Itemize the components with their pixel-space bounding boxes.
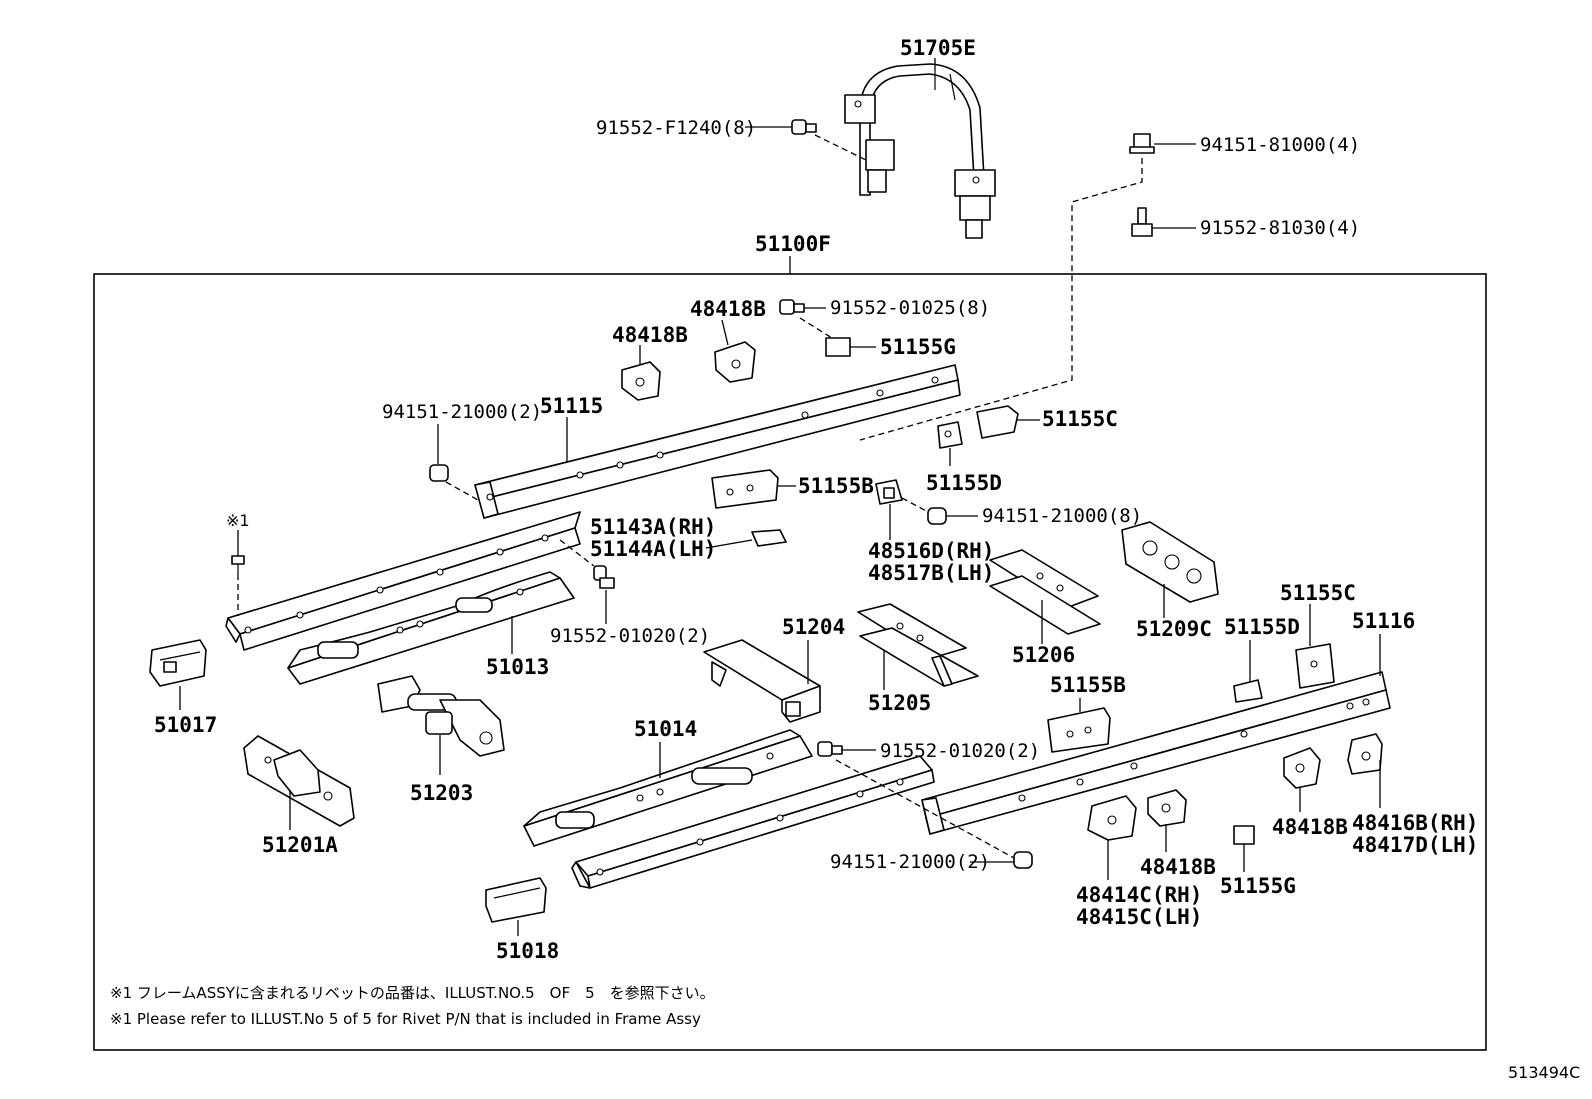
plate-51155G-top[interactable] bbox=[825, 337, 851, 357]
bracket-51017[interactable] bbox=[149, 639, 207, 687]
bracket-48418B-top-right[interactable] bbox=[714, 341, 756, 383]
bolt-91552-01020-b[interactable] bbox=[817, 741, 843, 757]
note-japanese: ※1 フレームASSYに含まれるリベットの品番は、ILLUST.NO.5 OF … bbox=[110, 984, 715, 1002]
plate-51155B-top[interactable] bbox=[711, 469, 779, 509]
label-48418B-b: 48418B bbox=[690, 297, 766, 321]
label-51204: 51204 bbox=[782, 615, 845, 639]
bracket-51155D-top[interactable] bbox=[937, 421, 963, 449]
label-91552-01020-b: 91552-01020(2) bbox=[880, 740, 1040, 762]
label-51201A: 51201A bbox=[262, 833, 338, 857]
label-51014: 51014 bbox=[634, 717, 697, 741]
label-51143A: 51143A(RH) bbox=[590, 515, 716, 539]
bolt-91552-F1240[interactable] bbox=[791, 119, 817, 135]
label-mark: ※1 bbox=[226, 511, 250, 530]
label-48418B-a: 48418B bbox=[612, 323, 688, 347]
label-51100F: 51100F bbox=[755, 232, 831, 256]
bracket-51155D-right[interactable] bbox=[1233, 679, 1263, 703]
label-51203: 51203 bbox=[410, 781, 473, 805]
nut-94151-21000-b[interactable] bbox=[927, 507, 947, 525]
label-91552-81030: 91552-81030(4) bbox=[1200, 217, 1360, 239]
label-51155C-right: 51155C bbox=[1280, 581, 1356, 605]
crossmember-51203[interactable] bbox=[377, 675, 505, 757]
illustration-code: 513494C bbox=[1508, 1063, 1580, 1082]
label-94151-81000: 94151-81000(4) bbox=[1200, 134, 1360, 156]
label-48414C: 48414C(RH) bbox=[1076, 883, 1202, 907]
label-51205: 51205 bbox=[868, 691, 931, 715]
nut-94151-21000-c[interactable] bbox=[1013, 851, 1033, 869]
label-51155D-top: 51155D bbox=[926, 471, 1002, 495]
label-51155G-right: 51155G bbox=[1220, 874, 1296, 898]
label-51017: 51017 bbox=[154, 713, 217, 737]
rail-51143A-left[interactable] bbox=[225, 511, 581, 651]
label-48517B: 48517B(LH) bbox=[868, 561, 994, 585]
label-48418B-d: 48418B bbox=[1140, 855, 1216, 879]
part-51705E-guard[interactable] bbox=[844, 63, 996, 239]
crossmember-51204[interactable] bbox=[703, 639, 821, 723]
label-91552-01025: 91552-01025(8) bbox=[830, 297, 990, 319]
label-51018: 51018 bbox=[496, 939, 559, 963]
label-91552-01020-a: 91552-01020(2) bbox=[550, 625, 710, 647]
bracket-48416B[interactable] bbox=[1347, 733, 1383, 775]
crossmember-51206[interactable] bbox=[989, 549, 1101, 635]
bracket-51018[interactable] bbox=[485, 877, 547, 923]
bolt-91552-01020-a[interactable] bbox=[593, 565, 615, 589]
label-94151-21000-b: 94151-21000(8) bbox=[982, 505, 1142, 527]
bracket-48516D[interactable] bbox=[875, 479, 903, 505]
rivet-mark[interactable] bbox=[231, 555, 245, 574]
label-51155D-right: 51155D bbox=[1224, 615, 1300, 639]
label-48415C: 48415C(LH) bbox=[1076, 905, 1202, 929]
crossmember-51013[interactable] bbox=[287, 571, 575, 685]
label-48416B: 48416B(RH) bbox=[1352, 811, 1478, 835]
label-94151-21000-c: 94151-21000(2) bbox=[830, 851, 990, 873]
bracket-48418B-lower[interactable] bbox=[1147, 789, 1187, 827]
nut-94151-21000-a[interactable] bbox=[429, 464, 449, 482]
label-48417D: 48417D(LH) bbox=[1352, 833, 1478, 857]
plate-51155B-right[interactable] bbox=[1047, 707, 1111, 753]
label-94151-21000-a: 94151-21000(2) bbox=[382, 401, 542, 423]
label-51013: 51013 bbox=[486, 655, 549, 679]
bracket-48418B-top-left[interactable] bbox=[621, 361, 661, 401]
label-51206: 51206 bbox=[1012, 643, 1075, 667]
bracket-51155C-right[interactable] bbox=[1295, 643, 1335, 689]
label-51144A: 51144A(LH) bbox=[590, 537, 716, 561]
side-rail-51115[interactable] bbox=[474, 364, 961, 519]
crossmember-51014[interactable] bbox=[523, 729, 813, 847]
label-48516D: 48516D(RH) bbox=[868, 539, 994, 563]
label-48418B-c: 48418B bbox=[1272, 815, 1348, 839]
crossmember-51201A[interactable] bbox=[243, 735, 355, 827]
crossmember-51209C[interactable] bbox=[1121, 521, 1219, 603]
label-91552-F1240: 91552-F1240(8) bbox=[596, 117, 756, 139]
note-english: ※1 Please refer to ILLUST.No 5 of 5 for … bbox=[110, 1010, 701, 1028]
crossmember-51205[interactable] bbox=[857, 603, 979, 687]
rail-51144A-lower[interactable] bbox=[571, 755, 935, 889]
plate-51143A[interactable] bbox=[751, 529, 787, 547]
bracket-48414C[interactable] bbox=[1087, 795, 1137, 841]
label-51115: 51115 bbox=[540, 394, 603, 418]
label-51116: 51116 bbox=[1352, 609, 1415, 633]
bolt-91552-01025[interactable] bbox=[779, 299, 805, 315]
bolt-91552-81030[interactable] bbox=[1131, 207, 1153, 237]
bracket-51155C-top[interactable] bbox=[976, 405, 1019, 439]
nut-94151-81000[interactable] bbox=[1129, 133, 1155, 154]
bracket-48418B-right[interactable] bbox=[1283, 747, 1321, 789]
label-51209C: 51209C bbox=[1136, 617, 1212, 641]
label-51155C-top: 51155C bbox=[1042, 407, 1118, 431]
label-51705E: 51705E bbox=[900, 36, 976, 60]
label-51155B-top: 51155B bbox=[798, 474, 874, 498]
label-51155G-top: 51155G bbox=[880, 335, 956, 359]
side-rail-51116[interactable] bbox=[921, 671, 1391, 835]
label-51155B-right: 51155B bbox=[1050, 673, 1126, 697]
plate-51155G-right[interactable] bbox=[1233, 825, 1255, 845]
